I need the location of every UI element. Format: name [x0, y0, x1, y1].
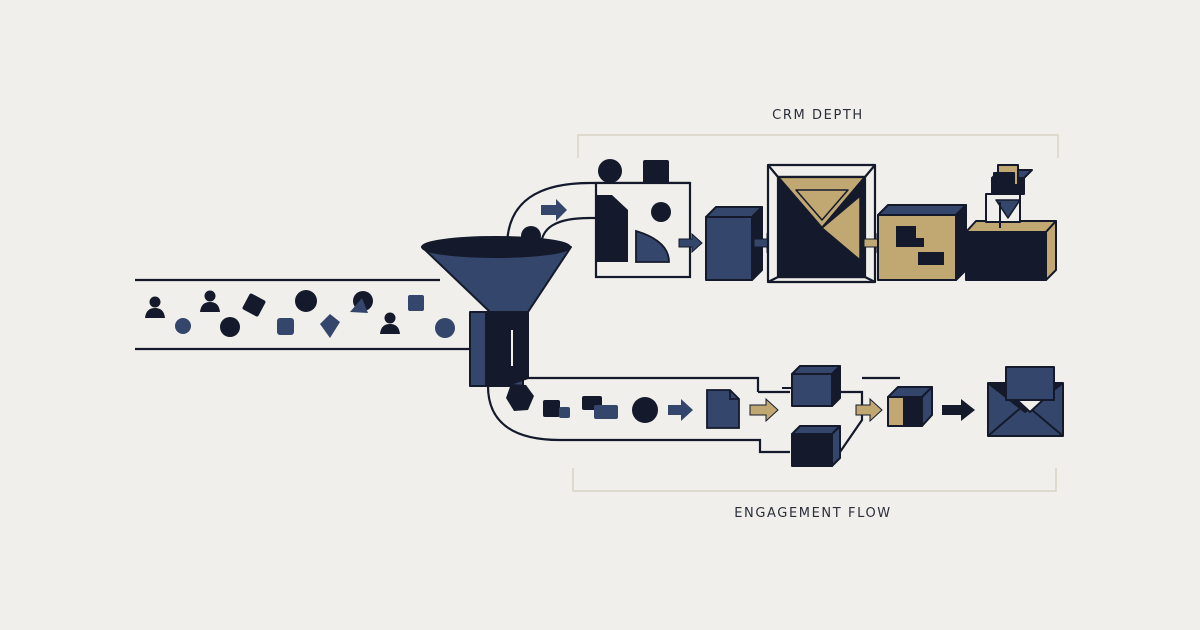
pipe-arrow — [541, 199, 567, 221]
stack-icon — [582, 396, 618, 419]
funnel-icon — [421, 236, 572, 387]
puzzle-cube — [877, 204, 967, 281]
person-icon — [200, 290, 220, 312]
stacked-cubes — [965, 164, 1057, 281]
circle-icon — [435, 318, 455, 338]
circle-icon — [295, 290, 317, 312]
circle-icon — [220, 317, 240, 337]
circle-icon — [350, 291, 373, 313]
engagement-flow-label: ENGAGEMENT FLOW — [734, 506, 892, 521]
cube-upper — [782, 365, 841, 407]
input-stream-channel — [135, 278, 470, 351]
engagement-flow-bracket — [572, 468, 1057, 492]
document-icon — [706, 389, 740, 429]
circle-icon — [521, 226, 541, 246]
cube-lower — [791, 425, 841, 467]
square-icon — [559, 407, 570, 418]
merged-cube — [887, 386, 933, 427]
kite-icon — [320, 314, 340, 338]
arrow-icon — [668, 399, 693, 421]
crm-depth-bracket — [577, 134, 1059, 158]
arrow-icon — [678, 232, 703, 254]
hexagon-icon — [506, 384, 534, 411]
shapes-panel — [594, 159, 692, 279]
circle-icon — [632, 397, 658, 423]
arrow-icon — [855, 397, 883, 423]
diamond-icon — [242, 293, 266, 317]
circle-icon — [175, 318, 191, 334]
crm-depth-label: CRM DEPTH — [772, 108, 864, 123]
square-icon — [277, 318, 294, 335]
arrow-icon — [749, 397, 779, 423]
person-icon — [145, 296, 165, 318]
square-icon — [543, 400, 560, 417]
input-stream-items — [145, 290, 455, 338]
hourglass-cube — [766, 163, 877, 284]
square-icon — [408, 295, 424, 311]
arrow-icon — [942, 399, 975, 421]
navy-cube — [705, 206, 763, 281]
engagement-stream-items — [506, 384, 779, 429]
envelope-icon — [987, 366, 1064, 437]
person-icon — [380, 312, 400, 334]
